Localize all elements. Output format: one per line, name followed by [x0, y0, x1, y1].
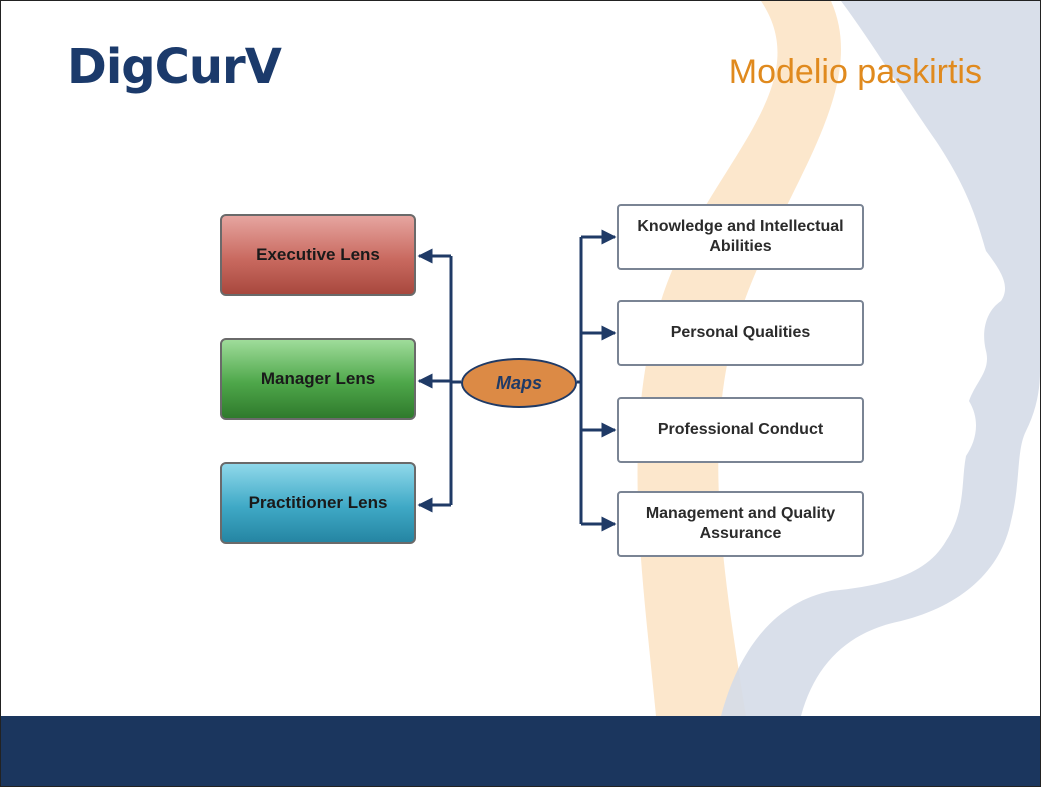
personal-qualities-box: Personal Qualities [617, 300, 864, 366]
executive-lens-box: Executive Lens [220, 214, 416, 296]
practitioner-lens-box: Practitioner Lens [220, 462, 416, 544]
professional-conduct-box: Professional Conduct [617, 397, 864, 463]
slide-title: Modelio paskirtis [728, 53, 982, 91]
manager-lens-box: Manager Lens [220, 338, 416, 420]
footer-bar [1, 716, 1040, 786]
knowledge-abilities-box: Knowledge and Intellectual Abilities [617, 204, 864, 270]
maps-ellipse: Maps [461, 358, 577, 408]
management-quality-box: Management and Quality Assurance [617, 491, 864, 557]
digcurv-logo: DigCurV [67, 39, 282, 95]
